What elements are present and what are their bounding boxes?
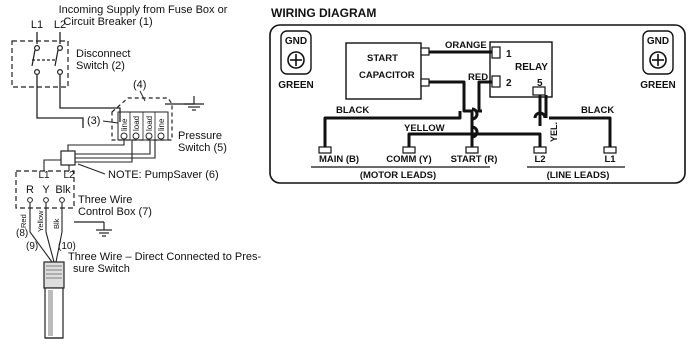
gnd-terminal-right	[642, 30, 674, 75]
pump-wiring-schematic: Incoming Supply from Fuse Box or Circuit…	[11, 4, 262, 339]
relay2-wire	[477, 80, 492, 113]
capacitor-label: CAPACITOR	[359, 70, 415, 81]
motor-leads-label: (MOTOR LEADS)	[360, 170, 436, 181]
pumpsaver-box	[60, 150, 76, 166]
cb-y-label: Y	[42, 184, 50, 196]
label-8: (8)	[16, 228, 28, 239]
green-right-label: GREEN	[640, 80, 676, 91]
feed-wire-l1	[36, 75, 84, 128]
wiring-diagram: WIRING DIAGRAM GND GREEN GND GREEN START…	[269, 6, 686, 184]
supply-label-line2: Circuit Breaker (1)	[63, 16, 152, 28]
wire-crossovers	[471, 107, 547, 139]
disconnect-switch-contacts	[31, 44, 63, 75]
label-4: (4)	[133, 79, 146, 91]
gnd-right-label: GND	[647, 36, 669, 47]
label-10: (10)	[58, 241, 76, 252]
wire-blk-label: Blk	[52, 218, 61, 229]
disconnect-label-line1: Disconnect	[76, 48, 130, 60]
relay-terminal-2: 2	[506, 78, 512, 89]
cb-r-label: R	[26, 184, 34, 196]
relay-terminal-1: 1	[506, 49, 512, 60]
yellow-wire-label: YELLOW	[404, 123, 445, 134]
ps-line-label-1: line	[120, 118, 129, 131]
black-wire-label-left: BLACK	[336, 105, 369, 116]
pressure-switch-ground-icon	[165, 96, 204, 111]
pumpsaver-wires	[75, 140, 156, 163]
wiring-diagram-frame	[269, 24, 686, 184]
label-3: (3)	[87, 115, 100, 127]
relay-label: RELAY	[515, 62, 548, 73]
red-wire-label: RED	[468, 72, 488, 83]
lead-terminals	[318, 146, 617, 154]
l1-label: L1	[604, 154, 616, 165]
comm-y-label: COMM (Y)	[386, 154, 431, 165]
red-wire	[429, 80, 474, 149]
ps-load-label-1: load	[132, 116, 141, 131]
ps-line-label-2: line	[157, 118, 166, 131]
control-box	[15, 170, 75, 209]
ps-load-label-2: load	[145, 116, 154, 131]
capacitor-start-label: START	[367, 53, 398, 64]
yellow-motor-wire	[407, 132, 542, 150]
supply-label-line1: Incoming Supply from Fuse Box or	[59, 4, 228, 16]
main-b-label: MAIN (B)	[319, 154, 359, 165]
pressure-switch-label-line2: Switch (5)	[178, 142, 227, 154]
disconnect-switch-box	[11, 40, 69, 88]
pressure-switch-label-line1: Pressure	[178, 130, 222, 142]
wire-yellow-label: Yellow	[36, 210, 45, 232]
supply-wires	[36, 32, 61, 44]
pressure-switch	[111, 97, 173, 141]
control-box-ground-icon	[74, 221, 112, 237]
black-wire-label-right: BLACK	[581, 105, 614, 116]
black-line-wire	[549, 116, 612, 148]
orange-wire-label: ORANGE	[445, 40, 487, 51]
control-box-label-line1: Three Wire	[78, 194, 132, 206]
wiring-diagram-heading: WIRING DIAGRAM	[271, 6, 376, 20]
gnd-left-label: GND	[285, 36, 307, 47]
cb-l1-label: L1	[38, 170, 50, 181]
feed-wire-l2	[59, 75, 121, 122]
disconnect-label-line2: Switch (2)	[76, 60, 125, 72]
drop-cable-wires	[29, 203, 63, 263]
control-box-terminals	[27, 197, 65, 203]
supply-l2-label: L2	[54, 19, 66, 31]
relay-terminal-5: 5	[537, 78, 543, 89]
start-r-label: START (R)	[451, 154, 498, 165]
control-box-label-line2: Control Box (7)	[78, 206, 152, 218]
three-wire-label-line2: sure Switch	[73, 263, 130, 275]
yel-wire-label: YEL.	[549, 122, 559, 142]
l2-label: L2	[534, 154, 545, 165]
pumpsaver-note: NOTE: PumpSaver (6)	[108, 169, 219, 181]
supply-l1-label: L1	[31, 19, 43, 31]
black-motor-wire	[323, 111, 462, 147]
cb-blk-label: Blk	[55, 184, 71, 196]
green-left-label: GREEN	[278, 80, 314, 91]
submersible-pump-icon	[43, 261, 65, 339]
wiring-lines	[323, 50, 612, 150]
gnd-terminal-left	[280, 30, 312, 75]
cb-l2-label: L2	[63, 170, 75, 181]
line-leads-label: (LINE LEADS)	[547, 170, 610, 181]
start-capacitor	[345, 42, 422, 100]
wire-red-label: Red	[19, 214, 28, 228]
label-9: (9)	[26, 241, 38, 252]
three-wire-label-line1: Three Wire – Direct Connected to Pres-	[68, 251, 262, 263]
